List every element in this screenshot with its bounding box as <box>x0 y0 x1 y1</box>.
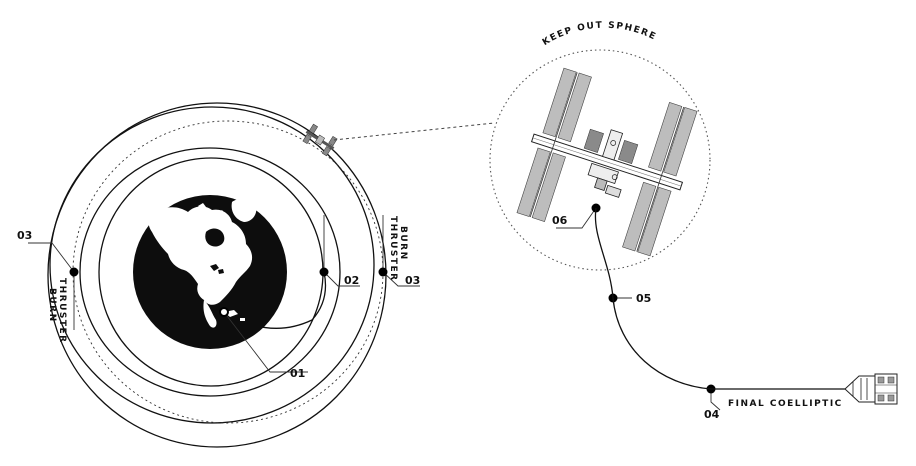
svg-text:THRUSTER: THRUSTER <box>57 278 67 344</box>
leader-02 <box>323 271 360 287</box>
small-station-icon <box>302 123 338 157</box>
approach-trajectory <box>594 207 712 390</box>
point-02-label: 02 <box>344 274 359 287</box>
keep-out-sphere-label: KEEP OUT SPHERE <box>541 21 658 48</box>
point-01-marker <box>219 307 229 317</box>
second-orbit <box>49 106 375 424</box>
space-station-icon <box>516 67 698 257</box>
point-05-label: 05 <box>636 292 651 305</box>
zoom-link-line <box>333 122 495 141</box>
point-02-marker <box>319 267 329 277</box>
point-03-left-marker <box>69 267 79 277</box>
svg-text:BURN: BURN <box>398 226 408 261</box>
point-01-label: 01 <box>290 367 305 380</box>
point-04-label: 04 <box>704 408 720 421</box>
point-03-right-marker <box>378 267 388 277</box>
svg-text:BURN: BURN <box>47 288 57 323</box>
leader-06 <box>556 207 597 229</box>
leader-lines <box>28 207 721 411</box>
orbit-group <box>47 102 387 448</box>
leader-03-right <box>382 271 420 287</box>
dragon-capsule-icon <box>844 373 898 405</box>
leader-01 <box>223 311 308 373</box>
final-coelliptic-label: FINAL COELLIPTIC <box>728 399 843 409</box>
svg-text:THRUSTER: THRUSTER <box>388 216 398 282</box>
waypoints <box>69 203 716 394</box>
leader-03-left <box>28 242 75 273</box>
third-orbit <box>79 147 341 397</box>
point-06-label: 06 <box>552 214 568 227</box>
point-03-left-label: 03 <box>17 229 32 242</box>
thruster-burn-right-label: THRUSTER BURN <box>388 216 408 282</box>
thruster-burn-left-label: THRUSTER BURN <box>47 278 67 344</box>
point-03-right-label: 03 <box>405 274 420 287</box>
keep-out-sphere-circle <box>489 49 711 271</box>
earth-globe-icon <box>133 195 287 349</box>
